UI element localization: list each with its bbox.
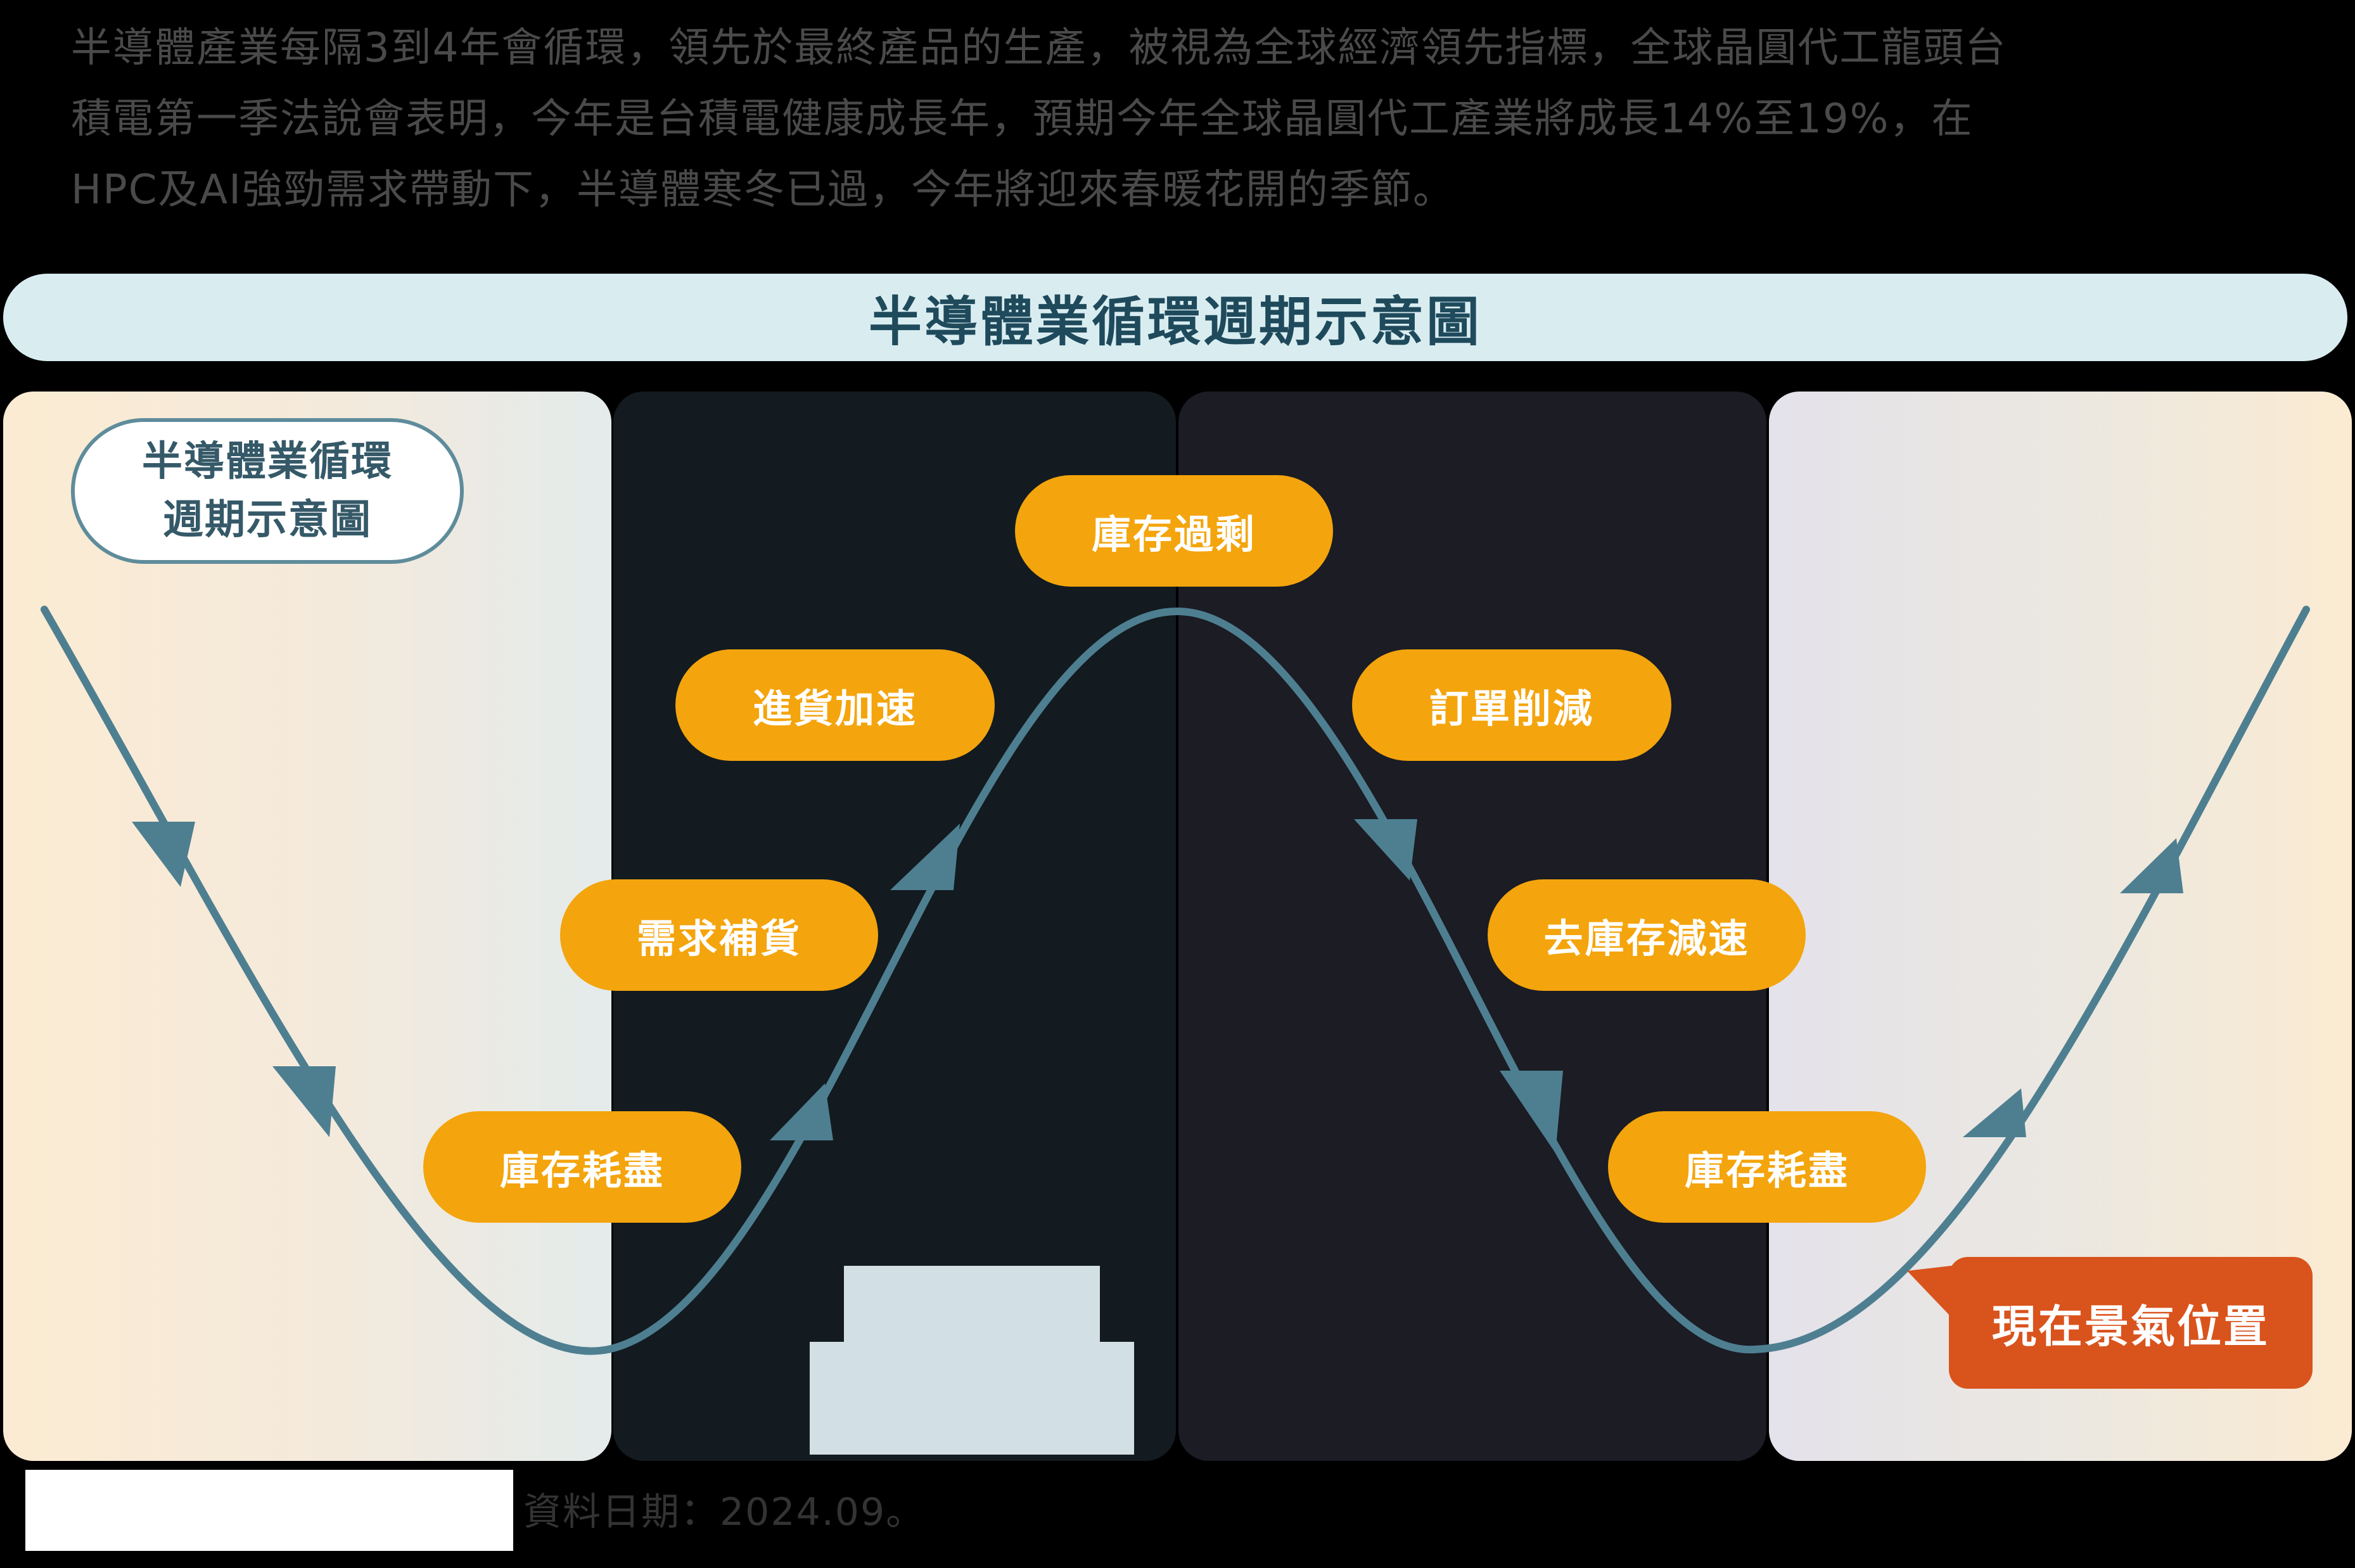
diagram-title-bar: 半導體業循環週期示意圖 — [3, 274, 2347, 361]
redacted-source-box — [25, 1470, 513, 1551]
stage-label: 庫存耗盡 — [1684, 1147, 1849, 1194]
stage-demand-restock: 需求補貨 — [560, 879, 878, 991]
current-position-callout: 現在景氣位置 — [1949, 1257, 2313, 1389]
stage-label: 需求補貨 — [636, 915, 801, 962]
bubble-line-2: 週期示意圖 — [163, 497, 372, 544]
redacted-block — [844, 1266, 1100, 1342]
cycle-curve-line — [41, 606, 2310, 1355]
arrow-up-icon — [1963, 1088, 2026, 1137]
stage-inventory-depleted-right: 庫存耗盡 — [1608, 1111, 1926, 1223]
stage-label: 訂單削減 — [1429, 685, 1594, 732]
callout-pointer — [1907, 1265, 1962, 1328]
diagram-label-bubble: 半導體業循環 週期示意圖 — [71, 418, 464, 564]
arrow-down-icon — [272, 1066, 336, 1137]
intro-line-3: HPC及AI強勁需求帶動下，半導體寒冬已過，今年將迎來春暖花開的季節。 — [71, 167, 1455, 214]
stage-purchase-accelerate: 進貨加速 — [675, 649, 995, 761]
stage-label: 庫存過剩 — [1091, 511, 1256, 558]
current-position-label: 現在景氣位置 — [1992, 1300, 2269, 1353]
stage-label: 庫存耗盡 — [499, 1147, 665, 1194]
diagram-title: 半導體業循環週期示意圖 — [868, 290, 1482, 353]
stage-inventory-depleted-left: 庫存耗盡 — [423, 1111, 741, 1223]
arrow-up-icon — [2120, 838, 2183, 893]
stage-label: 進貨加速 — [752, 685, 917, 732]
arrow-up-icon — [770, 1083, 833, 1140]
phase-panel-trough-left — [3, 392, 611, 1461]
bubble-line-1: 半導體業循環 — [142, 438, 393, 485]
arrow-down-icon — [132, 822, 195, 887]
arrow-down-icon — [1500, 1071, 1563, 1153]
intro-paragraph: 半導體產業每隔3到4年會循環，領先於最終產品的生產，被視為全球經濟領先指標，全球… — [71, 13, 2314, 226]
data-date-footnote: 資料日期：2024.09。 — [523, 1490, 926, 1534]
intro-line-1: 半導體產業每隔3到4年會循環，領先於最終產品的生產，被視為全球經濟領先指標，全球… — [71, 25, 2007, 72]
arrow-up-icon — [890, 824, 960, 890]
stage-inventory-surplus: 庫存過剩 — [1015, 475, 1333, 587]
stage-destock-slowdown: 去庫存減速 — [1488, 879, 1806, 991]
redacted-block — [810, 1342, 1134, 1455]
arrow-down-icon — [1354, 819, 1417, 881]
intro-line-2: 積電第一季法說會表明，今年是台積電健康成長年，預期今年全球晶圓代工產業將成長14… — [71, 96, 1974, 143]
stage-label: 去庫存減速 — [1543, 915, 1750, 962]
stage-order-cut: 訂單削減 — [1352, 649, 1671, 761]
